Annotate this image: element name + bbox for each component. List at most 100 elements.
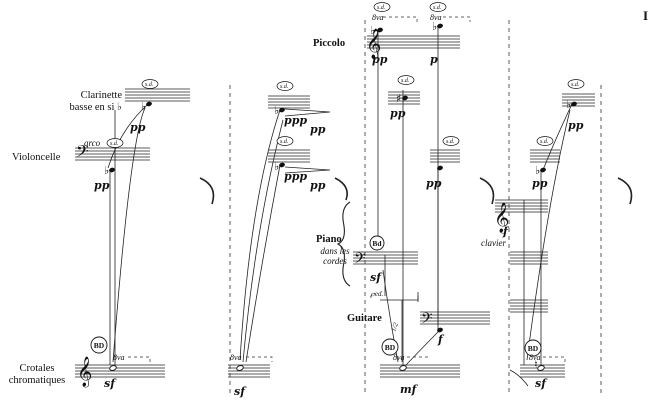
piano-sub-line2: cordes bbox=[323, 256, 347, 266]
svg-text:1/2: 1/2 bbox=[389, 321, 400, 333]
svg-text:8va: 8va bbox=[393, 353, 405, 362]
svg-text:♯: ♯ bbox=[396, 92, 401, 105]
instrument-label-crotales: Crotales chromatiques bbox=[6, 363, 68, 387]
dynamic-cello-ppp: ppp bbox=[284, 170, 308, 183]
piccolo-staff bbox=[367, 35, 460, 49]
crotales-label-line2: chromatiques bbox=[8, 375, 66, 386]
dynamic-clarinet-pp: pp bbox=[130, 121, 146, 134]
clarinet-staff-2 bbox=[268, 95, 310, 109]
dynamic-piccolo-pp: pp bbox=[372, 53, 388, 66]
ottava-labels: 8va 8va 8va 8va 8va 8va bbox=[113, 13, 541, 362]
breath-arcs bbox=[199, 177, 633, 205]
instrument-label-clarinet: Clarinette basse en si ♭ bbox=[40, 90, 123, 114]
piano-sub-line1: dans les bbox=[320, 246, 350, 256]
svg-text:s.d.: s.d. bbox=[110, 141, 118, 147]
clarinet-label-line2: basse en si ♭ bbox=[69, 102, 123, 113]
sd-labels: s.d. s.d. s.d. s.d. s.d. s.d. s.d. s.d. … bbox=[110, 5, 579, 147]
dynamic-piccolo-p: p bbox=[430, 53, 438, 66]
dynamic-crotales-sf-3: sf bbox=[535, 377, 546, 390]
piano-staff bbox=[353, 251, 418, 265]
svg-text:8va: 8va bbox=[230, 353, 242, 362]
piano-bracket bbox=[380, 296, 419, 301]
noteheads bbox=[109, 23, 577, 333]
treble-clef-icon: 𝄞 bbox=[494, 202, 509, 234]
dynamic-cello-pp: pp bbox=[94, 179, 110, 192]
misc-marks: 1/2 ℘ed. bbox=[370, 290, 400, 333]
svg-text:♮: ♮ bbox=[534, 358, 538, 371]
svg-text:s.d.: s.d. bbox=[401, 78, 409, 84]
piano-sub-label: dans les cordes bbox=[318, 246, 352, 266]
svg-text:℘ed.: ℘ed. bbox=[370, 290, 383, 298]
piano-brace bbox=[336, 201, 351, 287]
svg-text:♭: ♭ bbox=[141, 100, 146, 113]
bass-clef-icon: 𝄢 bbox=[354, 250, 366, 271]
svg-text:♭: ♭ bbox=[535, 164, 540, 177]
guitar-staff bbox=[420, 311, 490, 325]
svg-text:♭: ♭ bbox=[104, 164, 109, 177]
treble-clef-icon: 𝄞 bbox=[366, 28, 381, 60]
svg-text:BD: BD bbox=[385, 343, 396, 352]
page-number: I bbox=[642, 8, 648, 23]
accidentals: ♭ ♭ ♭ ♭ ♭ ♯ ♭ ♭ ♭ ♮ bbox=[104, 20, 571, 371]
svg-text:♭: ♭ bbox=[432, 20, 437, 33]
dynamic-guitar-f: f bbox=[438, 333, 443, 346]
dynamic-cello-pp-3: pp bbox=[532, 177, 548, 190]
clarinet-staff-1 bbox=[125, 88, 190, 102]
svg-text:s.d.: s.d. bbox=[540, 139, 548, 145]
cello-staff-1 bbox=[75, 147, 150, 161]
crotales-staff-2 bbox=[228, 364, 270, 378]
svg-text:♭: ♭ bbox=[274, 160, 279, 173]
svg-text:s.d.: s.d. bbox=[433, 5, 441, 11]
svg-text:BD: BD bbox=[528, 344, 539, 353]
treble-clef-icon: 𝄞 bbox=[77, 356, 92, 388]
instrument-label-piccolo: Piccolo bbox=[313, 38, 346, 49]
bass-clef-icon: 𝄢 bbox=[421, 310, 433, 331]
cello-arco-mark: arco bbox=[84, 138, 101, 148]
dynamic-clarinet-pp-3: pp bbox=[568, 119, 584, 132]
bass-clef-icon: 𝄢 bbox=[76, 141, 89, 165]
cello-staff-4 bbox=[530, 149, 560, 163]
dynamic-piano-f: f bbox=[503, 225, 508, 238]
instrument-label-guitar: Guitare bbox=[347, 313, 382, 324]
dynamic-piccolo-pp-2: pp bbox=[390, 107, 406, 120]
ottava-brackets bbox=[128, 16, 566, 362]
instrument-label-piano: Piano bbox=[316, 234, 342, 245]
svg-text:s.d.: s.d. bbox=[446, 139, 454, 145]
svg-text:8va: 8va bbox=[372, 13, 384, 22]
svg-text:s.d.: s.d. bbox=[571, 82, 579, 88]
svg-text:♭: ♭ bbox=[566, 98, 571, 111]
crotales-label-line1: Crotales bbox=[19, 363, 55, 374]
svg-text:BD: BD bbox=[94, 341, 105, 350]
instrument-label-cello: Violoncelle bbox=[12, 152, 61, 163]
open-noteheads bbox=[109, 365, 545, 371]
svg-text:♭: ♭ bbox=[274, 104, 279, 117]
svg-text:8va: 8va bbox=[430, 13, 442, 22]
dynamic-crotales-sf-2: sf bbox=[234, 385, 245, 398]
svg-text:8va: 8va bbox=[113, 353, 125, 362]
svg-text:8va: 8va bbox=[529, 353, 541, 362]
svg-text:s.d.: s.d. bbox=[280, 139, 288, 145]
piano-clavier-mark: clavier bbox=[481, 238, 506, 248]
crotales-staff-1 bbox=[75, 364, 165, 378]
bd-circles bbox=[90, 235, 542, 357]
bd-labels: BD Bd BD BD bbox=[94, 239, 539, 353]
clarinet-label-line1: Clarinette bbox=[80, 90, 122, 101]
dynamic-clarinet-ppp: ppp bbox=[284, 114, 308, 127]
clarinet-staff-4 bbox=[562, 93, 595, 107]
clefs: 𝄞 𝄞 𝄢 𝄢 𝄢 𝄞 bbox=[76, 28, 509, 388]
svg-text:s.d.: s.d. bbox=[280, 84, 288, 90]
svg-text:s.d.: s.d. bbox=[145, 82, 153, 88]
svg-text:s.d.: s.d. bbox=[377, 5, 385, 11]
dynamic-cello-pp-2: pp bbox=[310, 179, 326, 192]
stems bbox=[107, 26, 573, 387]
sd-ovals bbox=[106, 2, 585, 148]
svg-text:♭: ♭ bbox=[370, 24, 375, 37]
dynamic-piano-sf: sf bbox=[370, 271, 381, 284]
hairpins bbox=[284, 108, 331, 174]
crotales-staff-3 bbox=[380, 364, 460, 378]
svg-text:Bd: Bd bbox=[372, 239, 382, 248]
dynamic-piccolo-pp-3: pp bbox=[426, 177, 442, 190]
dynamic-crotales-mf: mf bbox=[400, 383, 417, 396]
dashed-barlines bbox=[229, 20, 602, 395]
